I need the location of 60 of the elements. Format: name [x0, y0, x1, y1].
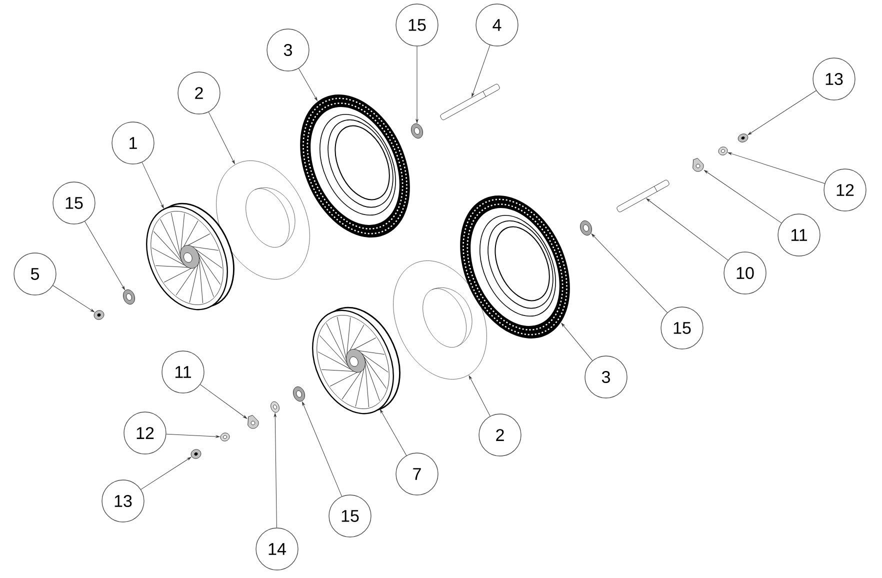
bearing-drawing [123, 290, 135, 304]
leader-line [468, 376, 490, 416]
callout-number: 13 [102, 480, 144, 522]
callout-number: 1 [112, 122, 154, 164]
washer-drawing [718, 146, 728, 156]
leader-line [302, 402, 342, 497]
callout-number: 2 [478, 414, 522, 456]
callout-number: 2 [178, 72, 220, 114]
callout-number: 14 [256, 528, 298, 570]
leader-line [142, 162, 164, 208]
leader-line [416, 46, 418, 124]
callout-number: 3 [584, 356, 628, 398]
leader-line [380, 409, 407, 456]
leader-line [591, 234, 668, 313]
callout-number: 15 [52, 182, 96, 224]
bearing-drawing [580, 220, 592, 236]
callout-number: 15 [660, 306, 704, 350]
callout-number: 10 [724, 252, 766, 294]
callout-number: 4 [476, 4, 518, 46]
axle-drawing [616, 180, 670, 212]
leader-line [561, 322, 593, 361]
leader-line [646, 198, 728, 260]
callout-number: 11 [778, 214, 820, 256]
callout-number: 15 [328, 494, 372, 538]
tire-drawing [460, 196, 570, 338]
tire-drawing [300, 94, 410, 238]
callout-number: 7 [396, 452, 438, 496]
nut-drawing [738, 134, 748, 142]
wheel-drawing [312, 306, 400, 414]
callout-number: 3 [266, 28, 310, 72]
leader-line [208, 112, 235, 164]
callout-number: 12 [824, 168, 866, 212]
bearing-drawing [293, 386, 305, 402]
tube-drawing [216, 160, 310, 280]
callout-number: 5 [14, 252, 56, 296]
leader-line [748, 90, 816, 135]
nut-drawing [190, 449, 202, 459]
bearing-drawing [411, 124, 423, 138]
leader-line [274, 413, 277, 528]
wheel-drawing [146, 202, 234, 310]
leader-line [298, 68, 318, 101]
washer-drawing [270, 401, 280, 413]
leader-line [200, 384, 247, 419]
leader-line [52, 285, 94, 312]
bracket-drawing [692, 158, 704, 172]
callout-number: 11 [162, 350, 204, 394]
bracket-drawing [248, 415, 259, 429]
leader-line [728, 152, 825, 184]
callout-number: 13 [812, 58, 856, 100]
leader-line [704, 170, 782, 224]
callout-number: 12 [124, 412, 166, 454]
washer-drawing [220, 432, 230, 442]
leader-line [84, 221, 125, 290]
leader-line [140, 457, 192, 490]
callout-number: 15 [396, 4, 438, 46]
leader-line [166, 434, 220, 438]
nut-drawing [94, 310, 104, 320]
tube-drawing [393, 260, 487, 380]
leader-line [472, 44, 490, 97]
axle-drawing [440, 84, 500, 120]
